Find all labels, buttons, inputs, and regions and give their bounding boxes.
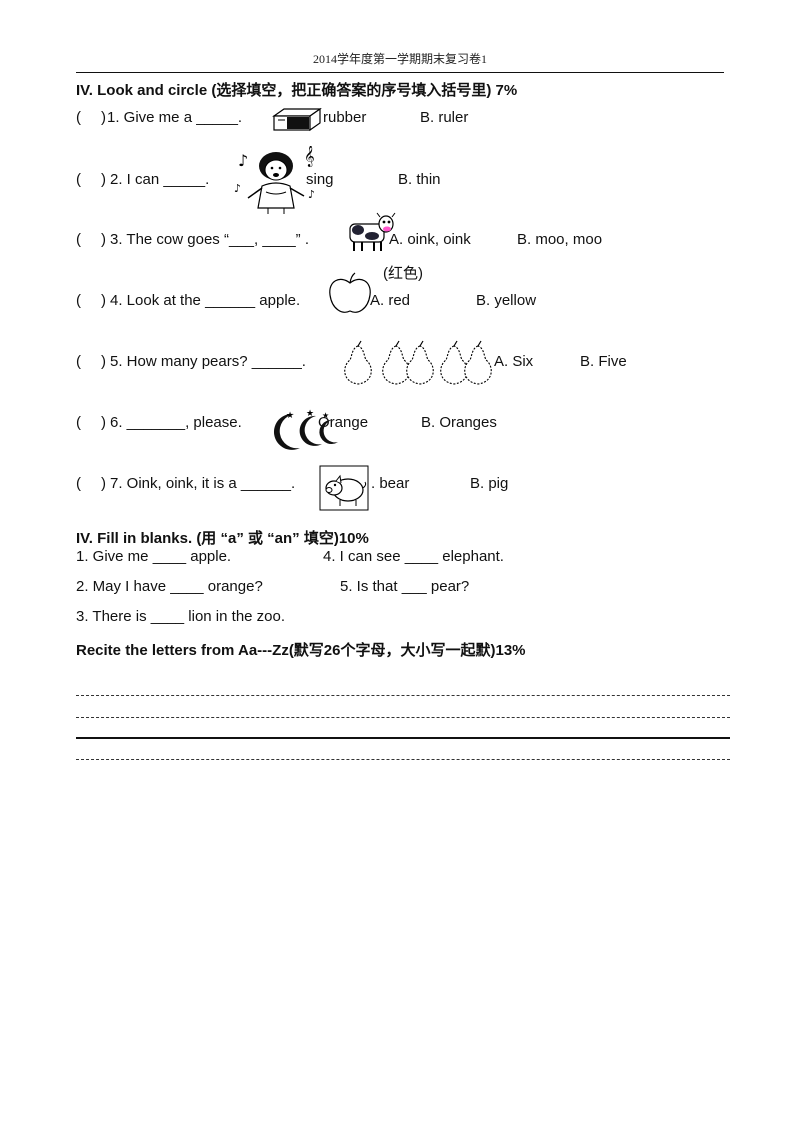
fill-blank-item-4: 4. I can see ____ elephant. xyxy=(323,548,504,565)
section-heading-recite-letters: Recite the letters from Aa---Zz(默写26个字母，… xyxy=(76,642,526,659)
question-5-option-a: A. Six xyxy=(494,353,534,370)
svg-text:★: ★ xyxy=(306,409,314,419)
eraser-icon xyxy=(272,107,322,132)
fill-blank-item-3: 3. There is ____ lion in the zoo. xyxy=(76,608,286,625)
fill-blank-item-2: 2. May I have ____ orange? xyxy=(76,578,263,595)
answer-paren-open-7: ( xyxy=(76,475,81,492)
question-2-text: 2. I can _____. xyxy=(110,171,210,188)
svg-text:♪: ♪ xyxy=(238,151,248,170)
question-7-text: 7. Oink, oink, it is a ______. xyxy=(110,475,296,492)
question-4-option-b: B. yellow xyxy=(476,292,537,309)
question-3-text: 3. The cow goes “___, ____” . xyxy=(110,231,310,248)
question-6-option-b: B. Oranges xyxy=(421,414,497,431)
svg-text:𝄞: 𝄞 xyxy=(304,146,315,167)
answer-paren-open-3: ( xyxy=(76,231,81,248)
header-divider xyxy=(76,72,724,73)
answer-paren-close-7: ) xyxy=(101,475,106,492)
question-5-option-b: B. Five xyxy=(580,353,627,370)
writing-guide-line-top xyxy=(76,695,730,696)
cow-icon xyxy=(349,212,396,251)
question-4-option-a: A. red xyxy=(370,292,411,309)
question-4-text: 4. Look at the ______ apple. xyxy=(110,292,301,309)
question-1-option-a: rubber xyxy=(323,109,367,126)
question-6-option-a: Orange xyxy=(318,414,369,431)
answer-paren-close-4: ) xyxy=(101,292,106,309)
answer-paren-open-6: ( xyxy=(76,414,81,431)
question-7-option-b: B. pig xyxy=(470,475,509,492)
writing-baseline xyxy=(76,737,730,739)
moon-stars-icon: ★ ★ ★ xyxy=(273,409,338,450)
section-heading-look-and-circle: IV. Look and circle (选择填空，把正确答案的序号填入括号里)… xyxy=(76,82,518,99)
fill-blank-item-1: 1. Give me ____ apple. xyxy=(76,548,232,565)
answer-paren-close-5: ) xyxy=(101,353,106,370)
fill-blank-item-5: 5. Is that ___ pear? xyxy=(340,578,470,595)
writing-guide-line-bottom xyxy=(76,759,730,760)
answer-paren-open-1: ( xyxy=(76,109,81,126)
question-1-option-b: B. ruler xyxy=(420,109,469,126)
question-4-hint: (红色) xyxy=(383,265,423,282)
writing-guide-line-middle xyxy=(76,717,730,718)
svg-text:★: ★ xyxy=(286,411,294,421)
question-5-text: 5. How many pears? ______. xyxy=(110,353,306,370)
question-7-option-a: . bear xyxy=(371,475,410,492)
pears-icon xyxy=(344,340,492,385)
svg-text:♪: ♪ xyxy=(234,182,241,195)
svg-text:♪: ♪ xyxy=(308,188,315,201)
question-1-text: 1. Give me a _____. xyxy=(107,109,243,126)
question-2-option-a: sing xyxy=(306,171,334,188)
singing-girl-icon: ♪ 𝄞 ♪ ♪ xyxy=(234,146,315,214)
svg-text:★: ★ xyxy=(322,411,329,420)
page-header-title: 2014学年度第一学期期末复习卷1 xyxy=(312,52,487,66)
answer-paren-close-2: ) xyxy=(101,171,106,188)
answer-paren-close-3: ) xyxy=(101,231,106,248)
question-6-text: 6. _______, please. xyxy=(110,414,242,431)
question-3-option-b: B. moo, moo xyxy=(517,231,603,248)
answer-paren-open-4: ( xyxy=(76,292,81,309)
answer-paren-open-2: ( xyxy=(76,171,81,188)
question-3-option-a: A. oink, oink xyxy=(389,231,471,248)
answer-paren-open-5: ( xyxy=(76,353,81,370)
pig-icon xyxy=(319,465,369,511)
question-2-option-b: B. thin xyxy=(398,171,441,188)
answer-paren-close-6: ) xyxy=(101,414,106,431)
section-heading-fill-in-blanks: IV. Fill in blanks. (用 “a” 或 “an” 填空)10% xyxy=(76,530,369,547)
apple-icon xyxy=(329,272,371,313)
answer-paren-close-1: ) xyxy=(101,109,106,126)
